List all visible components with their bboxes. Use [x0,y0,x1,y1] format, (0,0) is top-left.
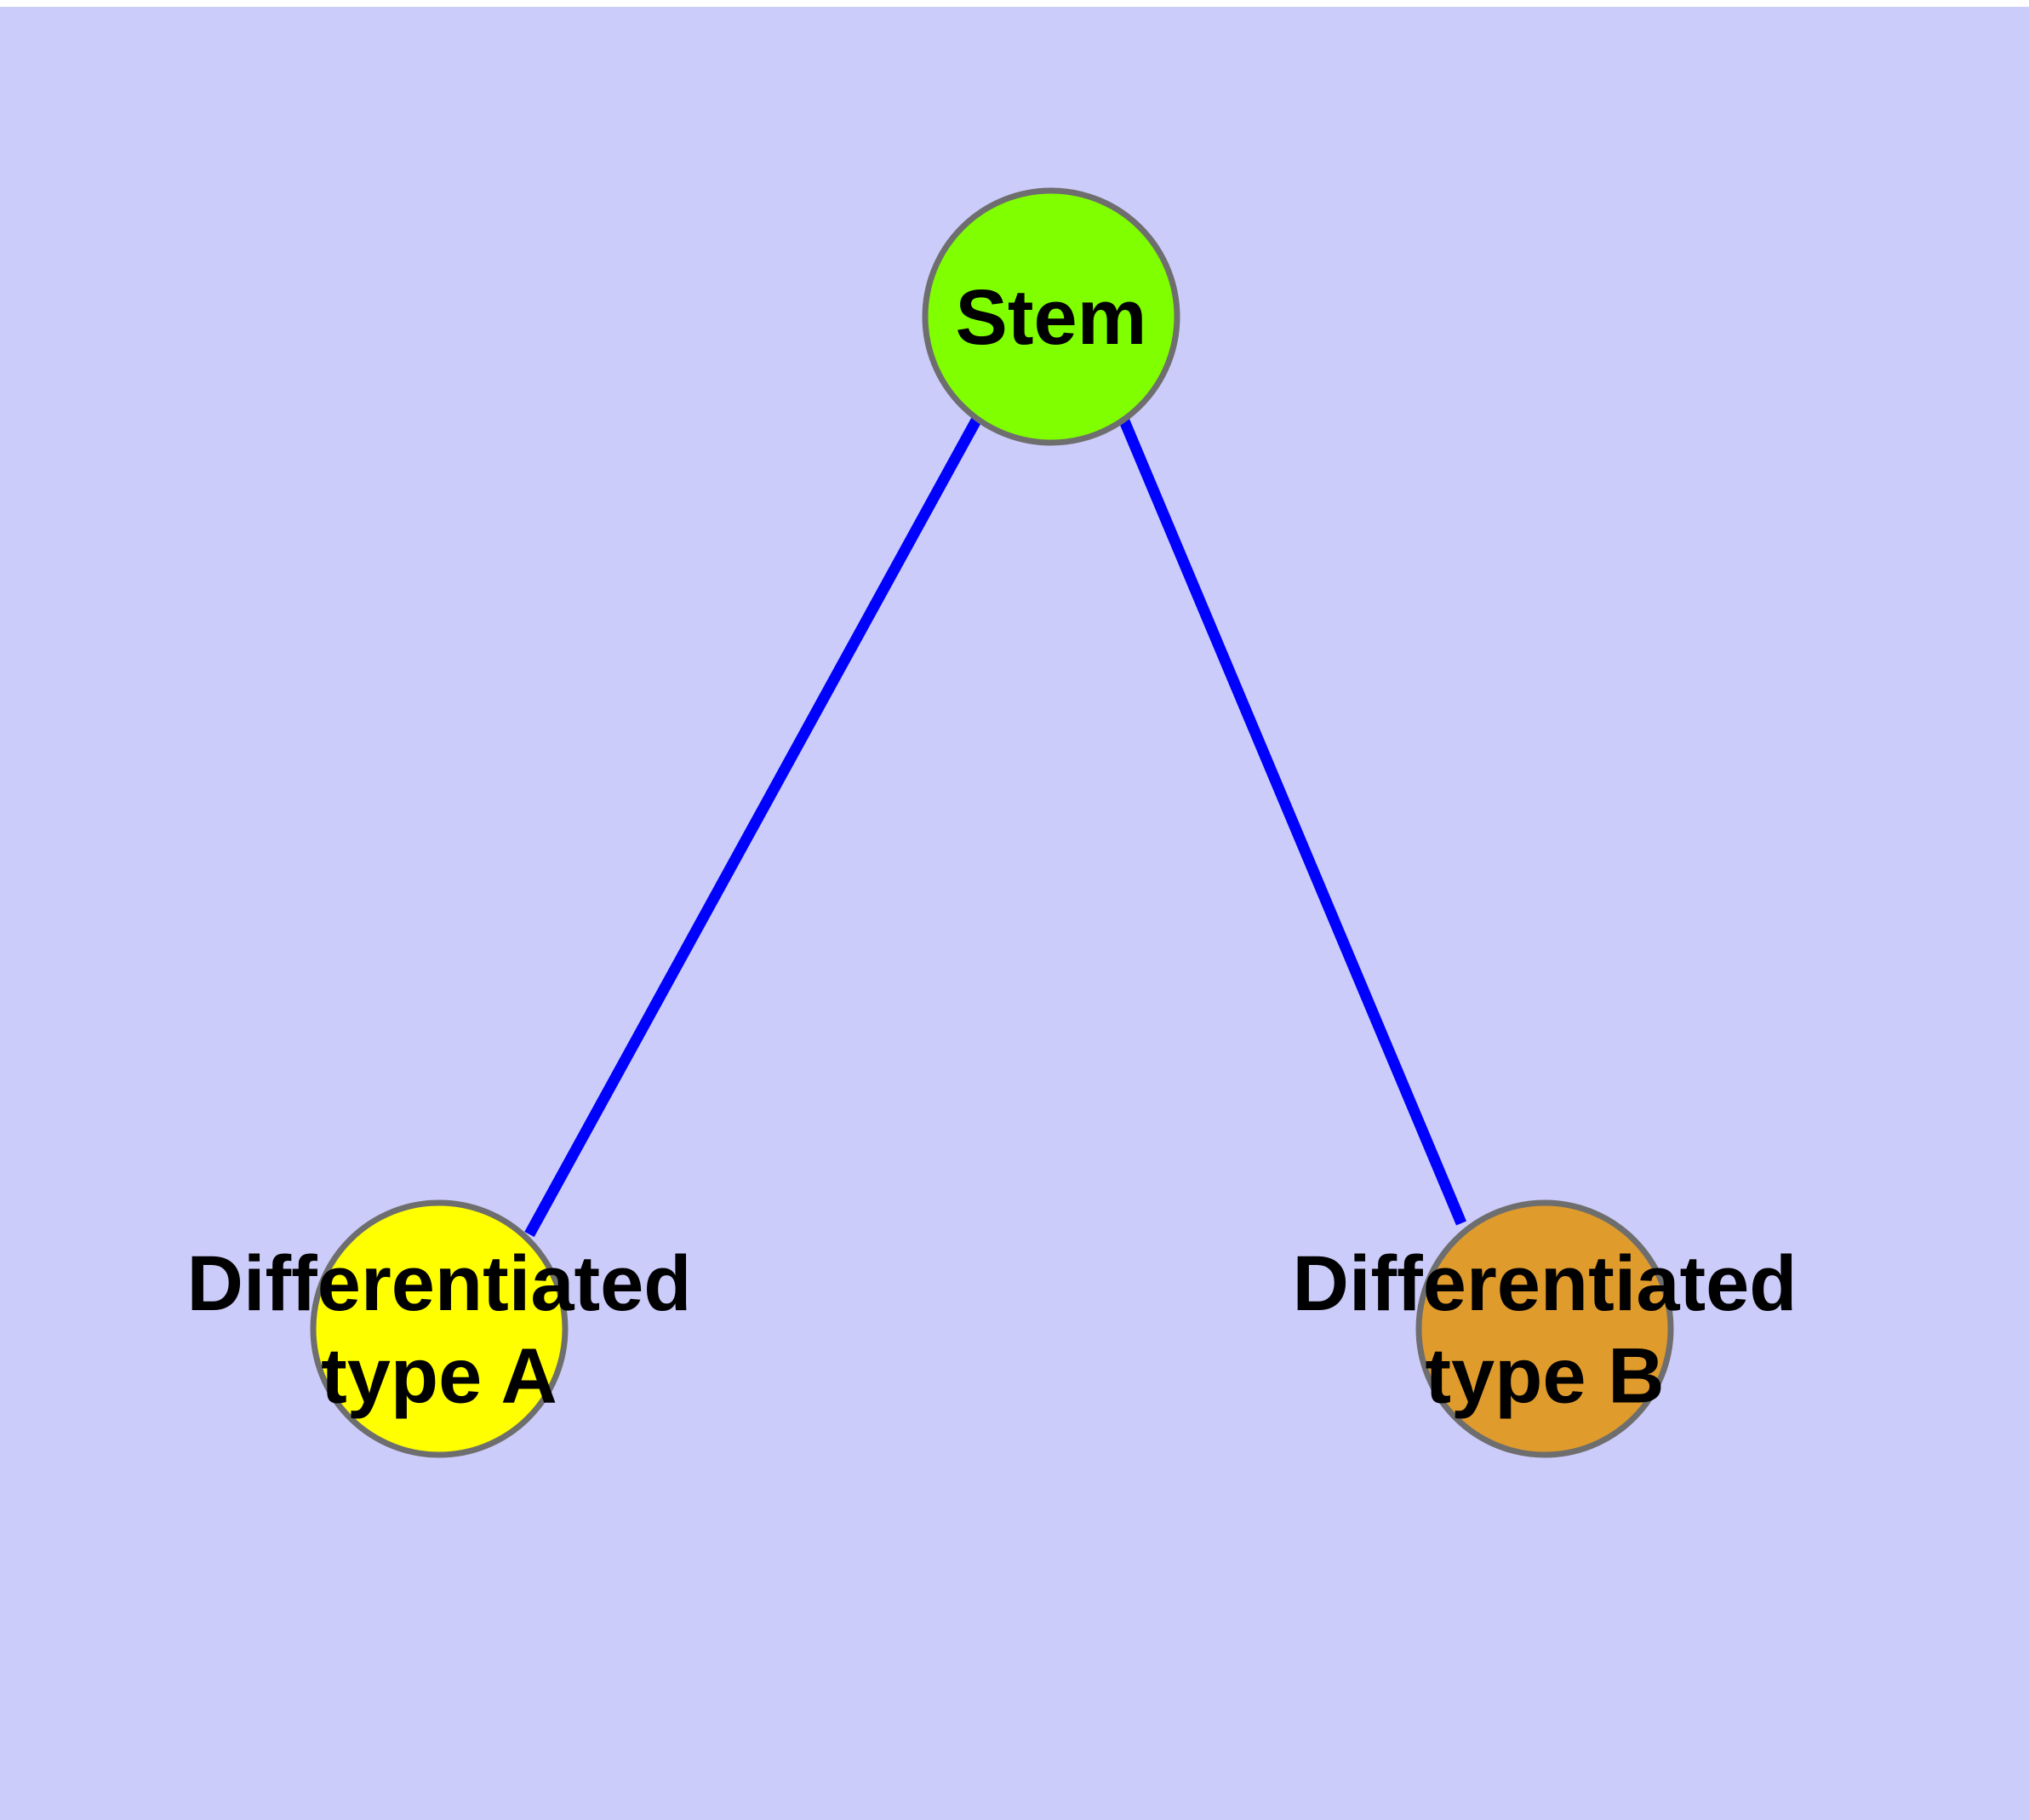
node-stem-circle[interactable] [922,187,1180,446]
node-differentiated-type-a[interactable] [310,1199,569,1458]
edge-layer [524,415,1466,1238]
edge-stem-to-differentiated-type-b[interactable] [1118,416,1466,1226]
node-differentiated-type-b-circle[interactable] [1415,1199,1674,1458]
node-label-stem: Stem [956,274,1147,361]
node-layer [310,187,1674,1458]
node-label-line: type A [321,1332,557,1419]
node-differentiated-type-a-circle[interactable] [310,1199,569,1458]
node-label-line: Differentiated [187,1240,692,1327]
node-differentiated-type-b[interactable] [1415,1199,1674,1458]
node-stem[interactable] [922,187,1180,446]
node-label-line: Differentiated [1293,1240,1798,1327]
edge-stem-to-differentiated-type-a[interactable] [524,415,982,1238]
node-label-line: type B [1425,1332,1664,1419]
node-label-line: Stem [956,274,1147,361]
